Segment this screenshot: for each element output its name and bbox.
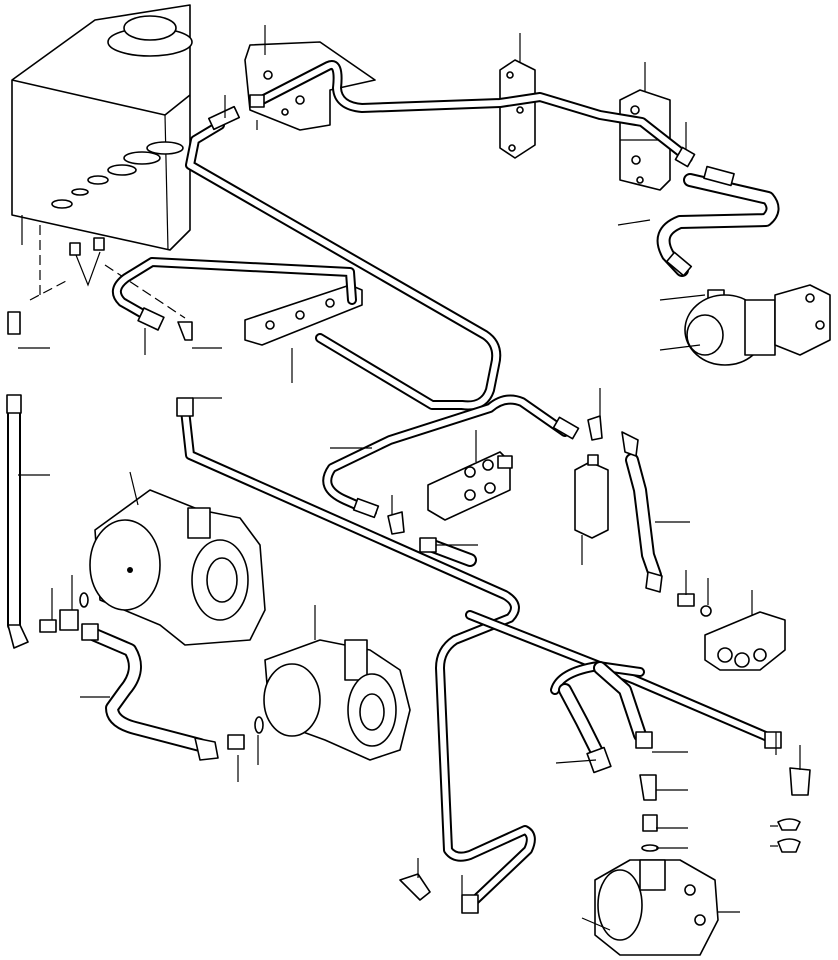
mounting-plate	[244, 284, 363, 383]
valve-block-top-middle	[499, 33, 536, 159]
travel-motor	[594, 859, 719, 956]
fittings	[6, 94, 811, 914]
valve-block-top-left	[244, 25, 376, 131]
valve-middle	[427, 430, 513, 521]
hydraulic-tank	[11, 4, 193, 319]
manifold-right	[704, 590, 786, 671]
valve-block-top-right	[619, 62, 687, 191]
accumulator-block	[574, 454, 609, 565]
pump-left	[89, 471, 266, 646]
pump-right	[263, 605, 411, 761]
steering-motor	[684, 284, 831, 366]
leader-lines	[18, 95, 801, 931]
